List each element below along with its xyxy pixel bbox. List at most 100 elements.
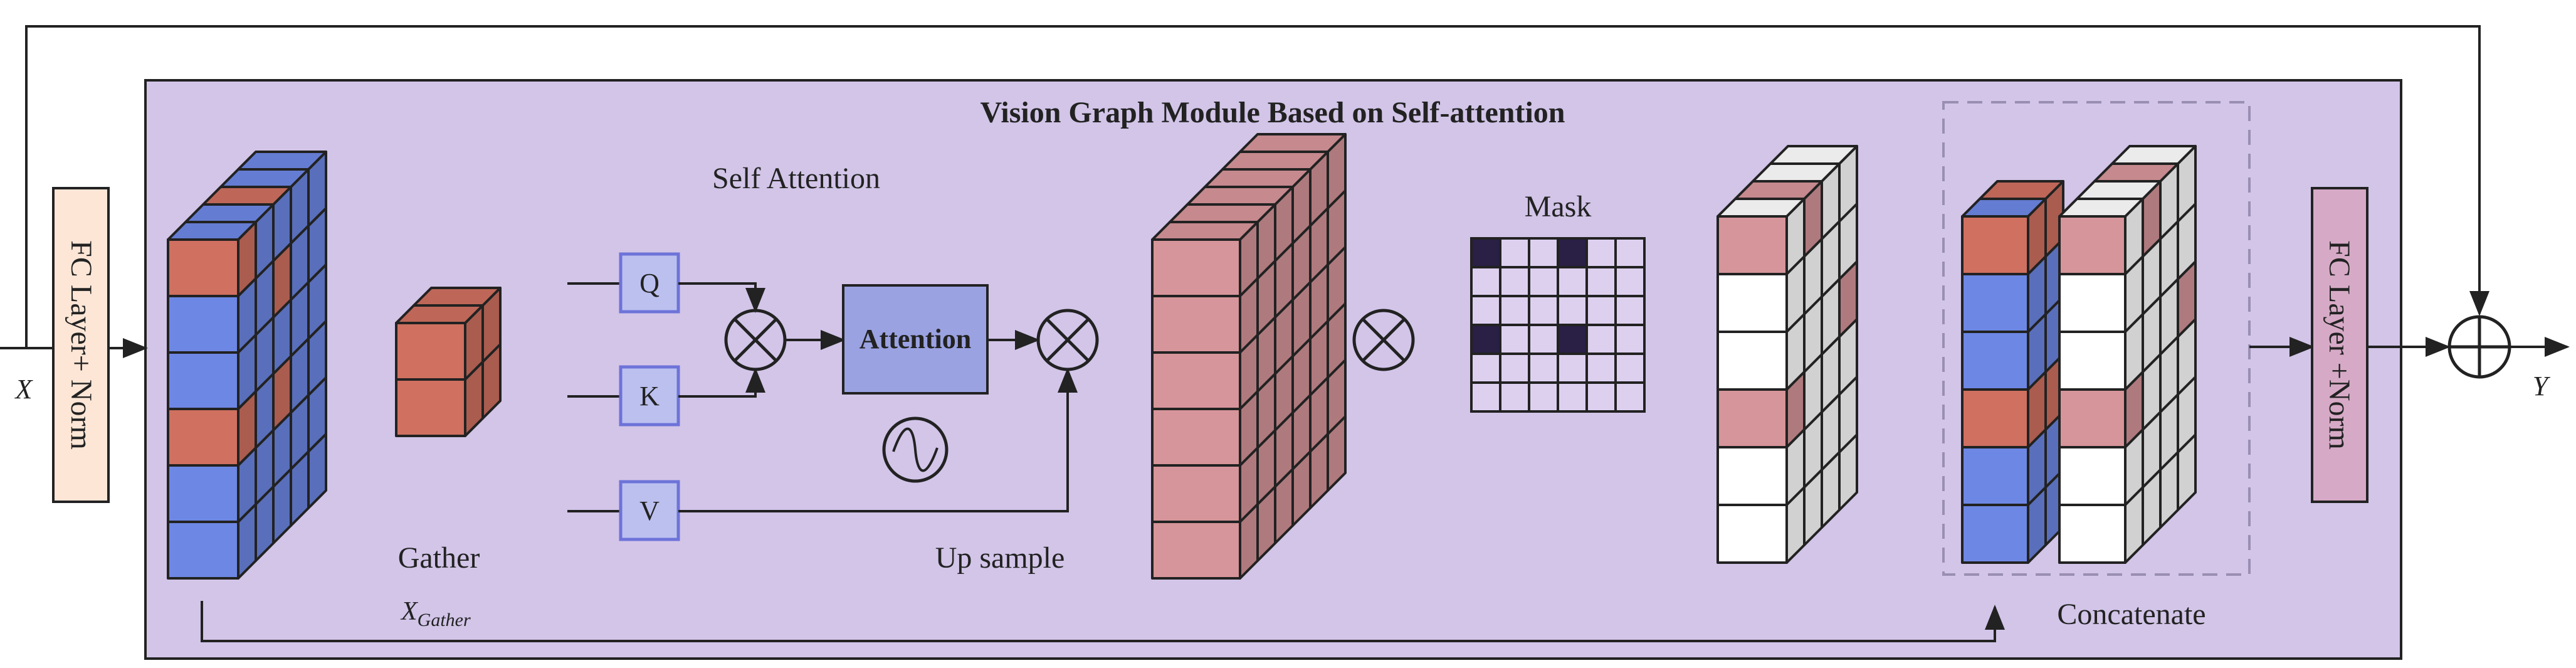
input-feature-cube [167, 151, 327, 580]
mask-cell [1499, 353, 1530, 384]
cube-front-cell [167, 464, 239, 523]
cube-top-cell [167, 221, 257, 241]
x-gather-subscript: Gather [418, 610, 471, 630]
mask-cell [1557, 295, 1588, 326]
mask-cell [1499, 237, 1530, 268]
fc-out-label: FC Layer +Norm [2323, 240, 2356, 450]
cube-top-cell [1204, 168, 1312, 188]
cube-front-cell [167, 238, 239, 297]
mask-cell [1528, 324, 1559, 355]
v-to-multiply-line [678, 368, 1078, 512]
fc-in-label: FC Layer+ Norm [65, 240, 98, 450]
cube-top-cell [1221, 151, 1329, 171]
mask-cell [1614, 295, 1646, 326]
cube-front-cell [167, 351, 239, 410]
cube-front-cell [1716, 273, 1788, 333]
mask-cell [1585, 266, 1617, 297]
self-attention-label: Self Attention [712, 162, 880, 195]
mask-cell [1614, 237, 1646, 268]
cube-front-cell [2058, 446, 2127, 506]
mask-cell [1528, 353, 1559, 384]
concat-feature-cube-b [2058, 145, 2197, 564]
mask-cell [1499, 295, 1530, 326]
module-title: Vision Graph Module Based on Self-attent… [980, 96, 1565, 129]
v-label: V [639, 496, 660, 526]
cube-front-cell [395, 322, 466, 381]
cube-front-cell [1151, 238, 1241, 297]
mask-cell [1585, 381, 1617, 413]
mask-cell [1614, 381, 1646, 413]
mask-cell [1557, 266, 1588, 297]
mask-cell [1585, 324, 1617, 355]
cube-front-cell [1961, 446, 2029, 506]
cube-top-cell [1239, 133, 1347, 153]
cube-front-cell [167, 521, 239, 580]
multiply-icon [1036, 309, 1099, 371]
mask-cell [1557, 237, 1588, 268]
skip-connection-line [25, 25, 2489, 348]
cube-front-cell [2058, 215, 2127, 275]
gather-label: Gather [398, 541, 480, 575]
cube-top-cell [1169, 203, 1276, 223]
gathered-feature-cube [395, 287, 502, 437]
multiply-icon [1352, 309, 1415, 371]
gather-to-concat-line [201, 601, 2005, 642]
cube-front-cell [167, 295, 239, 354]
mask-grid [1470, 237, 1646, 413]
cube-front-cell [2058, 273, 2127, 333]
cube-front-cell [395, 378, 466, 437]
mask-cell [1585, 237, 1617, 268]
masked-feature-cube [1716, 145, 1858, 564]
concatenate-label: Concatenate [2057, 598, 2205, 631]
mask-cell [1470, 324, 1501, 355]
attention-label: Attention [860, 324, 971, 354]
cube-front-cell [1961, 388, 2029, 448]
mask-cell [1470, 295, 1501, 326]
mask-cell [1499, 324, 1530, 355]
cube-front-cell [1716, 215, 1788, 275]
mask-cell [1557, 324, 1588, 355]
upsampled-feature-cube [1151, 133, 1347, 580]
upsample-label: Up sample [935, 541, 1065, 575]
mask-cell [1557, 381, 1588, 413]
mask-cell [1528, 237, 1559, 268]
add-icon [2447, 315, 2511, 379]
cube-front-cell [1151, 521, 1241, 580]
cube-front-cell [1151, 464, 1241, 523]
k-label: K [639, 381, 660, 411]
mask-cell [1614, 353, 1646, 384]
mask-cell [1557, 353, 1588, 384]
fc-in-box [52, 187, 110, 503]
sine-wave-icon [882, 416, 949, 483]
cube-front-cell [1716, 504, 1788, 564]
mask-cell [1528, 266, 1559, 297]
cube-front-cell [167, 408, 239, 467]
mask-cell [1470, 266, 1501, 297]
cube-front-cell [1151, 295, 1241, 354]
mask-label: Mask [1525, 190, 1592, 223]
cube-front-cell [1151, 408, 1241, 467]
q-to-multiply-line [678, 282, 765, 313]
cube-top-cell [1186, 186, 1294, 206]
cube-top-cell [219, 168, 310, 188]
input-label: X [14, 374, 34, 405]
mask-cell [1528, 381, 1559, 413]
mask-cell [1499, 381, 1530, 413]
cube-top-cell [202, 186, 292, 206]
cube-front-cell [1716, 446, 1788, 506]
mask-cell [1499, 266, 1530, 297]
k-to-multiply-line [678, 368, 765, 398]
mask-cell [1470, 353, 1501, 384]
mask-cell [1614, 266, 1646, 297]
v-box [619, 480, 680, 541]
concatenate-dashed-box [1942, 101, 2251, 576]
x-gather-label: XGather [400, 597, 471, 630]
cube-front-cell [1961, 331, 2029, 391]
cube-front-cell [1716, 331, 1788, 391]
cube-top-cell [1151, 221, 1259, 241]
q-label: Q [639, 268, 660, 299]
mask-cell [1585, 295, 1617, 326]
mask-cell [1614, 324, 1646, 355]
mask-cell [1585, 353, 1617, 384]
cube-front-cell [1716, 388, 1788, 448]
